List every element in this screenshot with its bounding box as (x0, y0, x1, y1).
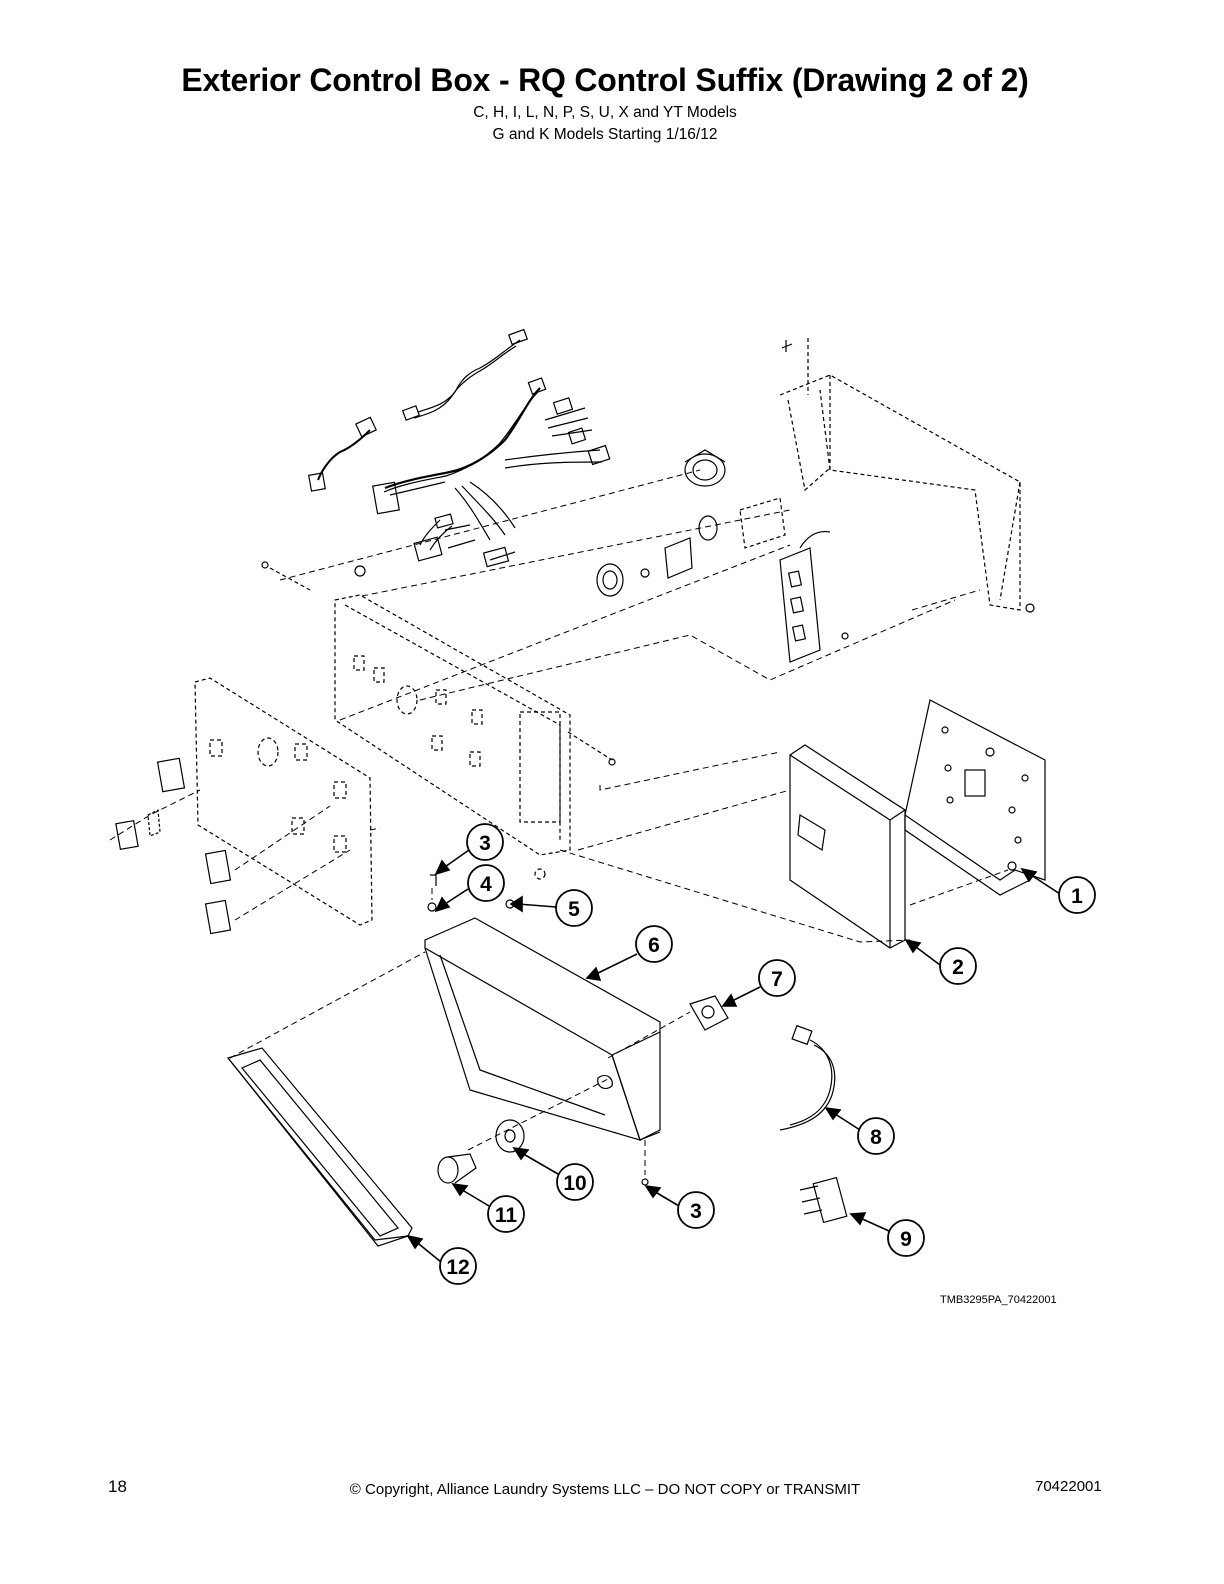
svg-text:8: 8 (870, 1126, 882, 1149)
copyright-notice: © Copyright, Alliance Laundry Systems LL… (349, 1481, 861, 1498)
callout-10: 10 (556, 1163, 594, 1201)
svg-text:5: 5 (568, 898, 580, 921)
callout-12: 12 (439, 1247, 477, 1285)
callout-6: 6 (635, 925, 673, 963)
svg-text:3: 3 (479, 832, 491, 855)
key-switch (689, 995, 729, 1031)
wire-harness (308, 328, 611, 568)
svg-text:11: 11 (495, 1204, 518, 1227)
terminal-block (799, 1176, 848, 1224)
callout-9: 9 (887, 1219, 925, 1257)
callout-8: 8 (857, 1117, 895, 1155)
svg-text:7: 7 (771, 968, 783, 991)
callout-1: 1 (1058, 876, 1096, 914)
document-number: 70422001 (1035, 1478, 1102, 1495)
display-board (779, 530, 849, 663)
control-knob-assembly (596, 449, 786, 597)
svg-text:1: 1 (1071, 885, 1083, 908)
callout-2: 2 (939, 947, 977, 985)
drawing-code: TMB3295PA_70422001 (940, 1294, 1057, 1306)
svg-text:4: 4 (480, 873, 492, 896)
control-board (789, 744, 906, 949)
svg-text:6: 6 (648, 934, 660, 957)
jumper-harness (779, 1024, 836, 1131)
front-frame (226, 1047, 413, 1247)
svg-text:2: 2 (952, 956, 964, 979)
mounting-bracket (904, 699, 1046, 896)
svg-text:3: 3 (690, 1200, 702, 1223)
callout-4: 4 (467, 864, 505, 902)
svg-text:12: 12 (446, 1256, 469, 1279)
callout-3-lower: 3 (677, 1191, 715, 1229)
rear-enclosure (779, 338, 1021, 611)
front-panel (194, 677, 373, 926)
page-number: 18 (108, 1477, 127, 1496)
callouts: 1 2 3 4 5 6 7 8 9 10 11 3 12 (439, 823, 1096, 1285)
subtitle-start-date: G and K Models Starting 1/16/12 (492, 126, 718, 143)
back-panel (269, 567, 613, 880)
emergency-stop-button (437, 1153, 477, 1184)
subtitle-models: C, H, I, L, N, P, S, U, X and YT Models (473, 104, 737, 121)
svg-text:10: 10 (563, 1172, 586, 1195)
callout-5: 5 (555, 889, 593, 927)
svg-text:9: 9 (900, 1228, 912, 1251)
rocker-switches (115, 757, 232, 935)
console-housing (424, 917, 661, 1141)
page-title: Exterior Control Box - RQ Control Suffix… (181, 62, 1029, 98)
callout-7: 7 (758, 959, 796, 997)
callout-11: 11 (487, 1195, 525, 1233)
callout-3: 3 (466, 823, 504, 861)
nut-ring (495, 1119, 525, 1153)
